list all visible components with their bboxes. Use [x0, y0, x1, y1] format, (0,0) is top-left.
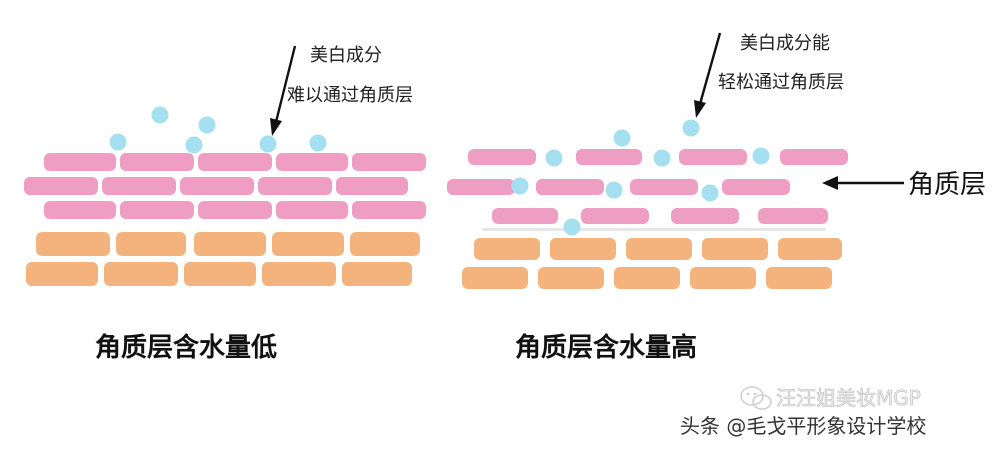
whitening-molecule: [752, 147, 770, 165]
corneocyte: [198, 153, 272, 171]
basal-cell: [272, 232, 344, 256]
watermark-account: 汪汪姐美妆MGP: [776, 386, 921, 410]
whitening-molecule: [605, 181, 623, 199]
corneocyte: [758, 208, 828, 224]
corneocyte: [258, 177, 332, 195]
corneocyte: [352, 201, 426, 219]
basal-cell: [350, 232, 420, 256]
right-panel: 美白成分能 轻松通过角质层 角质层 角质层含水量高: [447, 32, 986, 363]
basal-cell: [702, 238, 768, 260]
right-annotation-line2: 轻松通过角质层: [718, 72, 844, 93]
whitening-molecule: [511, 177, 529, 195]
corneocyte: [679, 149, 747, 165]
left-annotation-line2: 难以通过角质层: [287, 85, 413, 106]
basal-cell: [690, 267, 756, 289]
whitening-molecule: [563, 218, 581, 236]
watermark-source: 头条 @毛戈平形象设计学校: [680, 414, 926, 438]
right-stratum-corneum: [447, 149, 848, 224]
basal-cell: [614, 267, 680, 289]
left-stratum-corneum: [24, 153, 426, 219]
corneocyte: [468, 149, 536, 165]
basal-cell: [538, 267, 604, 289]
corneocyte: [180, 177, 254, 195]
basal-cell: [766, 267, 832, 289]
corneocyte: [198, 201, 272, 219]
left-caption: 角质层含水量低: [95, 332, 277, 363]
basal-cell: [36, 232, 110, 256]
left-annotation-arrow: [270, 45, 297, 136]
corneocyte: [576, 149, 642, 165]
wechat-icon: [740, 386, 772, 410]
right-whitening-molecules: [511, 119, 770, 236]
corneocyte: [630, 179, 698, 195]
whitening-molecule: [682, 119, 700, 137]
watermark: 汪汪姐美妆MGP 头条 @毛戈平形象设计学校: [680, 386, 926, 438]
corneocyte: [671, 208, 739, 224]
basal-cell: [778, 238, 842, 260]
corneocyte: [780, 149, 848, 165]
left-annotation-line1: 美白成分: [310, 45, 382, 66]
corneocyte: [352, 153, 426, 171]
basal-cell: [462, 267, 528, 289]
basal-cell: [550, 238, 616, 260]
basal-cell: [626, 238, 692, 260]
corneocyte: [44, 201, 116, 219]
corneocyte: [276, 153, 348, 171]
lipid-line: [482, 228, 826, 231]
corneocyte: [336, 177, 408, 195]
left-whitening-molecules: [109, 106, 327, 154]
right-annotation-arrow: [694, 32, 722, 118]
corneocyte: [581, 208, 649, 224]
whitening-molecule: [109, 133, 127, 151]
right-caption: 角质层含水量高: [515, 332, 697, 363]
basal-cell: [262, 262, 336, 286]
left-basal-layer: [26, 232, 420, 286]
layer-label: 角质层: [908, 170, 986, 200]
corneocyte: [120, 153, 194, 171]
corneocyte: [44, 153, 116, 171]
whitening-molecule: [185, 136, 203, 154]
corneocyte: [276, 201, 348, 219]
right-lipid-line: [482, 228, 826, 231]
corneocyte: [102, 177, 176, 195]
basal-cell: [194, 232, 266, 256]
basal-cell: [104, 262, 178, 286]
corneocyte: [492, 208, 558, 224]
corneocyte: [24, 177, 98, 195]
right-annotation-line1: 美白成分能: [740, 33, 830, 54]
basal-cell: [116, 232, 186, 256]
whitening-molecule: [151, 106, 169, 124]
whitening-molecule: [259, 135, 277, 153]
corneocyte: [722, 179, 790, 195]
right-basal-layer: [462, 238, 842, 289]
whitening-molecule: [613, 129, 631, 147]
basal-cell: [474, 238, 540, 260]
whitening-molecule: [198, 116, 216, 134]
layer-label-arrow: [822, 176, 904, 190]
whitening-molecule: [653, 149, 671, 167]
corneocyte: [536, 179, 604, 195]
basal-cell: [184, 262, 256, 286]
corneocyte: [120, 201, 194, 219]
whitening-molecule: [701, 184, 719, 202]
corneocyte: [447, 179, 515, 195]
left-panel: 美白成分 难以通过角质层 角质层含水量低: [24, 45, 426, 363]
whitening-molecule: [309, 134, 327, 152]
whitening-molecule: [545, 149, 563, 167]
basal-cell: [26, 262, 98, 286]
basal-cell: [342, 262, 412, 286]
